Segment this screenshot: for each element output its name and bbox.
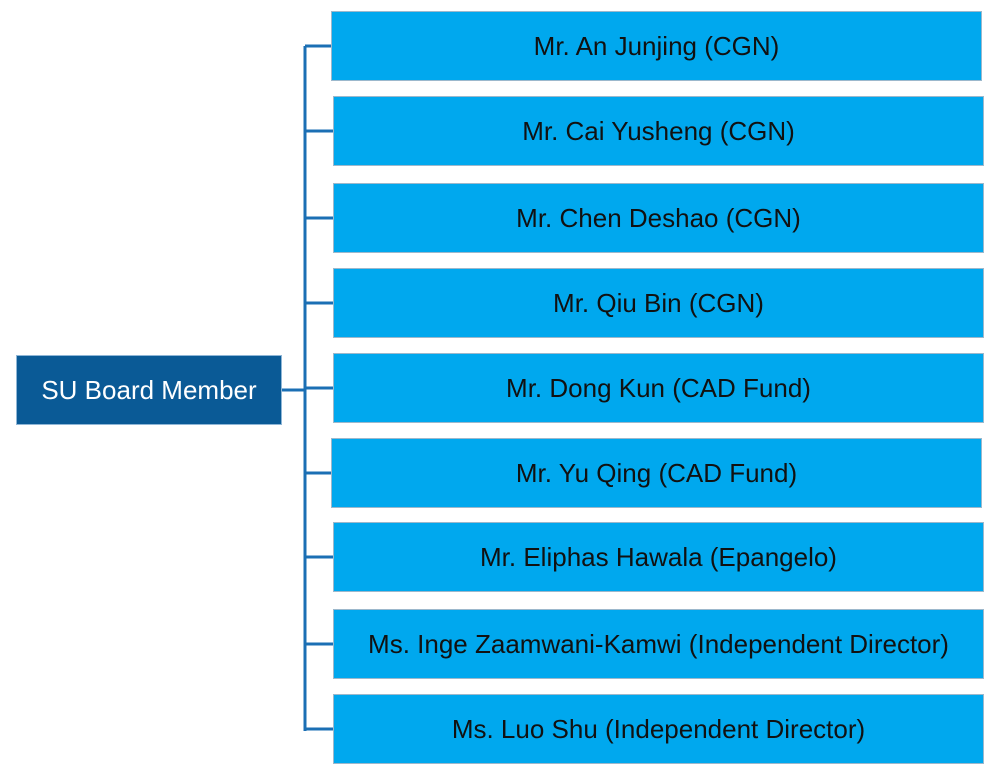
member-node: Ms. Inge Zaamwani-Kamwi (Independent Dir… (333, 609, 984, 679)
member-node: Ms. Luo Shu (Independent Director) (333, 694, 984, 764)
member-node: Mr. Cai Yusheng (CGN) (333, 96, 984, 166)
root-node-su-board-member: SU Board Member (16, 355, 282, 425)
member-node-label: Mr. An Junjing (CGN) (533, 30, 780, 61)
member-node-label: Mr. Cai Yusheng (CGN) (522, 115, 795, 146)
member-node: Mr. Eliphas Hawala (Epangelo) (333, 522, 984, 592)
member-node-label: Ms. Inge Zaamwani-Kamwi (Independent Dir… (368, 628, 949, 659)
member-node-label: Ms. Luo Shu (Independent Director) (451, 713, 866, 744)
root-node-label: SU Board Member (41, 374, 257, 405)
member-node: Mr. Qiu Bin (CGN) (333, 268, 984, 338)
member-node-label: Mr. Eliphas Hawala (Epangelo) (480, 541, 837, 572)
member-node-label: Mr. Chen Deshao (CGN) (516, 202, 801, 233)
member-node-label: Mr. Dong Kun (CAD Fund) (506, 372, 811, 403)
member-node-label: Mr. Qiu Bin (CGN) (553, 287, 764, 318)
member-node: Mr. An Junjing (CGN) (331, 11, 982, 81)
member-node: Mr. Chen Deshao (CGN) (333, 183, 984, 253)
member-node: Mr. Yu Qing (CAD Fund) (331, 438, 982, 508)
member-node-label: Mr. Yu Qing (CAD Fund) (515, 457, 798, 488)
member-node: Mr. Dong Kun (CAD Fund) (333, 353, 984, 423)
